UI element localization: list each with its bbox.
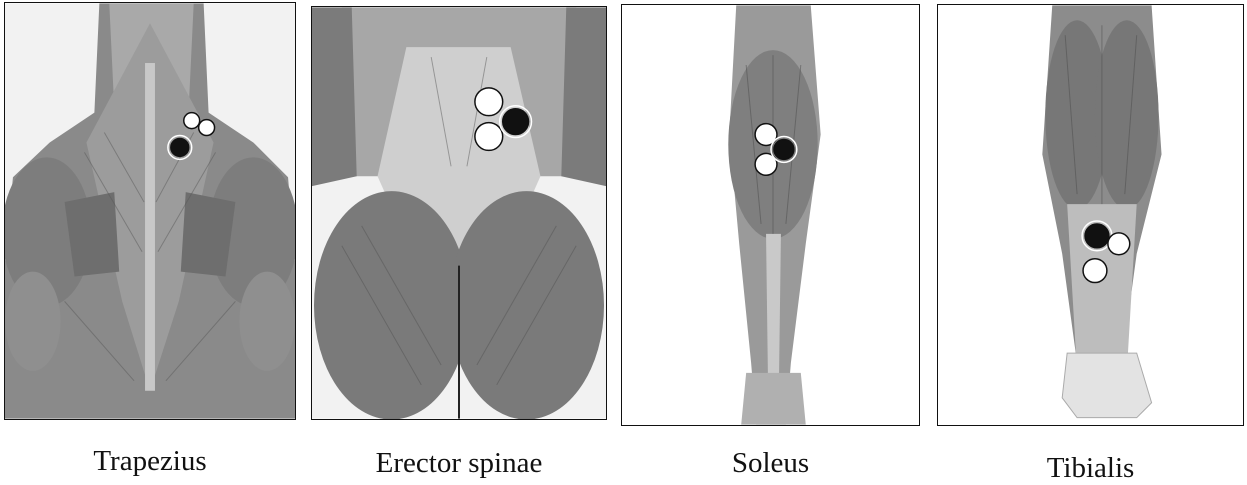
soleus-panel xyxy=(621,4,920,426)
tibialis-illustration xyxy=(938,5,1243,425)
erector-spinae-caption: Erector spinae xyxy=(311,447,607,480)
tibialis-caption: Tibialis xyxy=(937,452,1244,485)
trapezius-caption: Trapezius xyxy=(4,445,296,478)
erector-spinae-illustration xyxy=(312,7,606,419)
soleus-caption: Soleus xyxy=(621,447,920,480)
trapezius-panel xyxy=(4,2,296,420)
erector-spinae-panel xyxy=(311,6,607,420)
trapezius-illustration xyxy=(5,3,295,419)
tibialis-panel xyxy=(937,4,1244,426)
soleus-illustration xyxy=(622,5,919,425)
